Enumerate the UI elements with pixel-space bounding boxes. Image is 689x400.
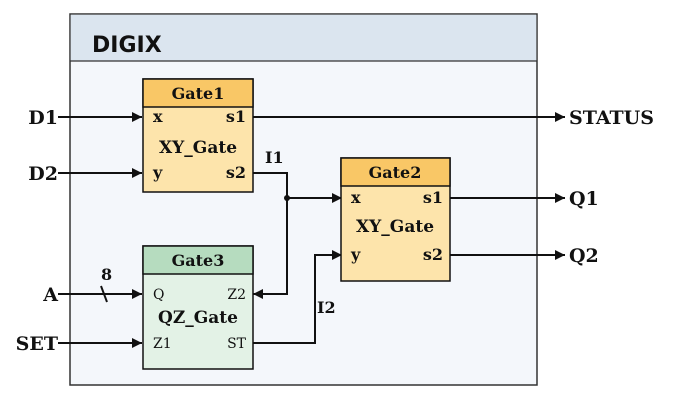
input-label-d1: D1 [28,107,58,129]
gate2-header [340,157,451,187]
bus-width-label: 8 [101,265,112,284]
input-label-d2: D2 [28,163,58,185]
gate1-port-x: x [153,107,163,126]
gate3-port-st: ST [227,336,247,352]
gate2-block: Gate2 x s1 XY_Gate y s2 [340,157,451,282]
gate3-port-z1: Z1 [153,336,172,352]
junction-dot [284,195,290,201]
signal-label-i2: I2 [317,298,336,317]
gate1-port-s2: s2 [226,163,246,182]
output-label-status: STATUS [569,107,654,129]
gate2-port-y: y [350,245,361,264]
gate3-name: Gate3 [172,251,225,270]
gate1-name: Gate1 [172,84,225,103]
input-label-set: SET [16,333,58,355]
container-title: DIGIX [92,33,162,58]
gate1-header [142,78,254,108]
gate3-block: Gate3 Q Z2 QZ_Gate Z1 ST [142,245,254,370]
gate2-port-s2: s2 [423,245,443,264]
gate1-port-s1: s1 [226,107,246,126]
bus-slash [100,285,108,303]
gate1-block: Gate1 x s1 XY_Gate y s2 [142,78,254,193]
gate2-port-s1: s1 [423,188,443,207]
digix-container: DIGIX [69,13,538,386]
container-body [69,13,538,386]
gate3-type: QZ_Gate [158,308,238,328]
gate1-port-y: y [152,163,163,182]
gate3-port-q: Q [153,287,164,303]
output-label-q1: Q1 [569,188,599,210]
signal-label-i1: I1 [265,148,284,167]
wire-i1-to-gate3 [253,198,288,299]
wire-i1 [253,172,288,198]
wire-i2 [253,250,342,344]
gate1-type: XY_Gate [159,138,237,158]
output-label-q2: Q2 [569,245,599,267]
input-label-a: A [42,284,58,306]
gate3-port-z2: Z2 [227,287,246,303]
container-header [70,14,537,61]
gate2-name: Gate2 [369,163,422,182]
gate3-header [142,245,254,275]
wires [58,112,565,348]
gate2-port-x: x [351,188,361,207]
gate2-type: XY_Gate [356,217,434,237]
